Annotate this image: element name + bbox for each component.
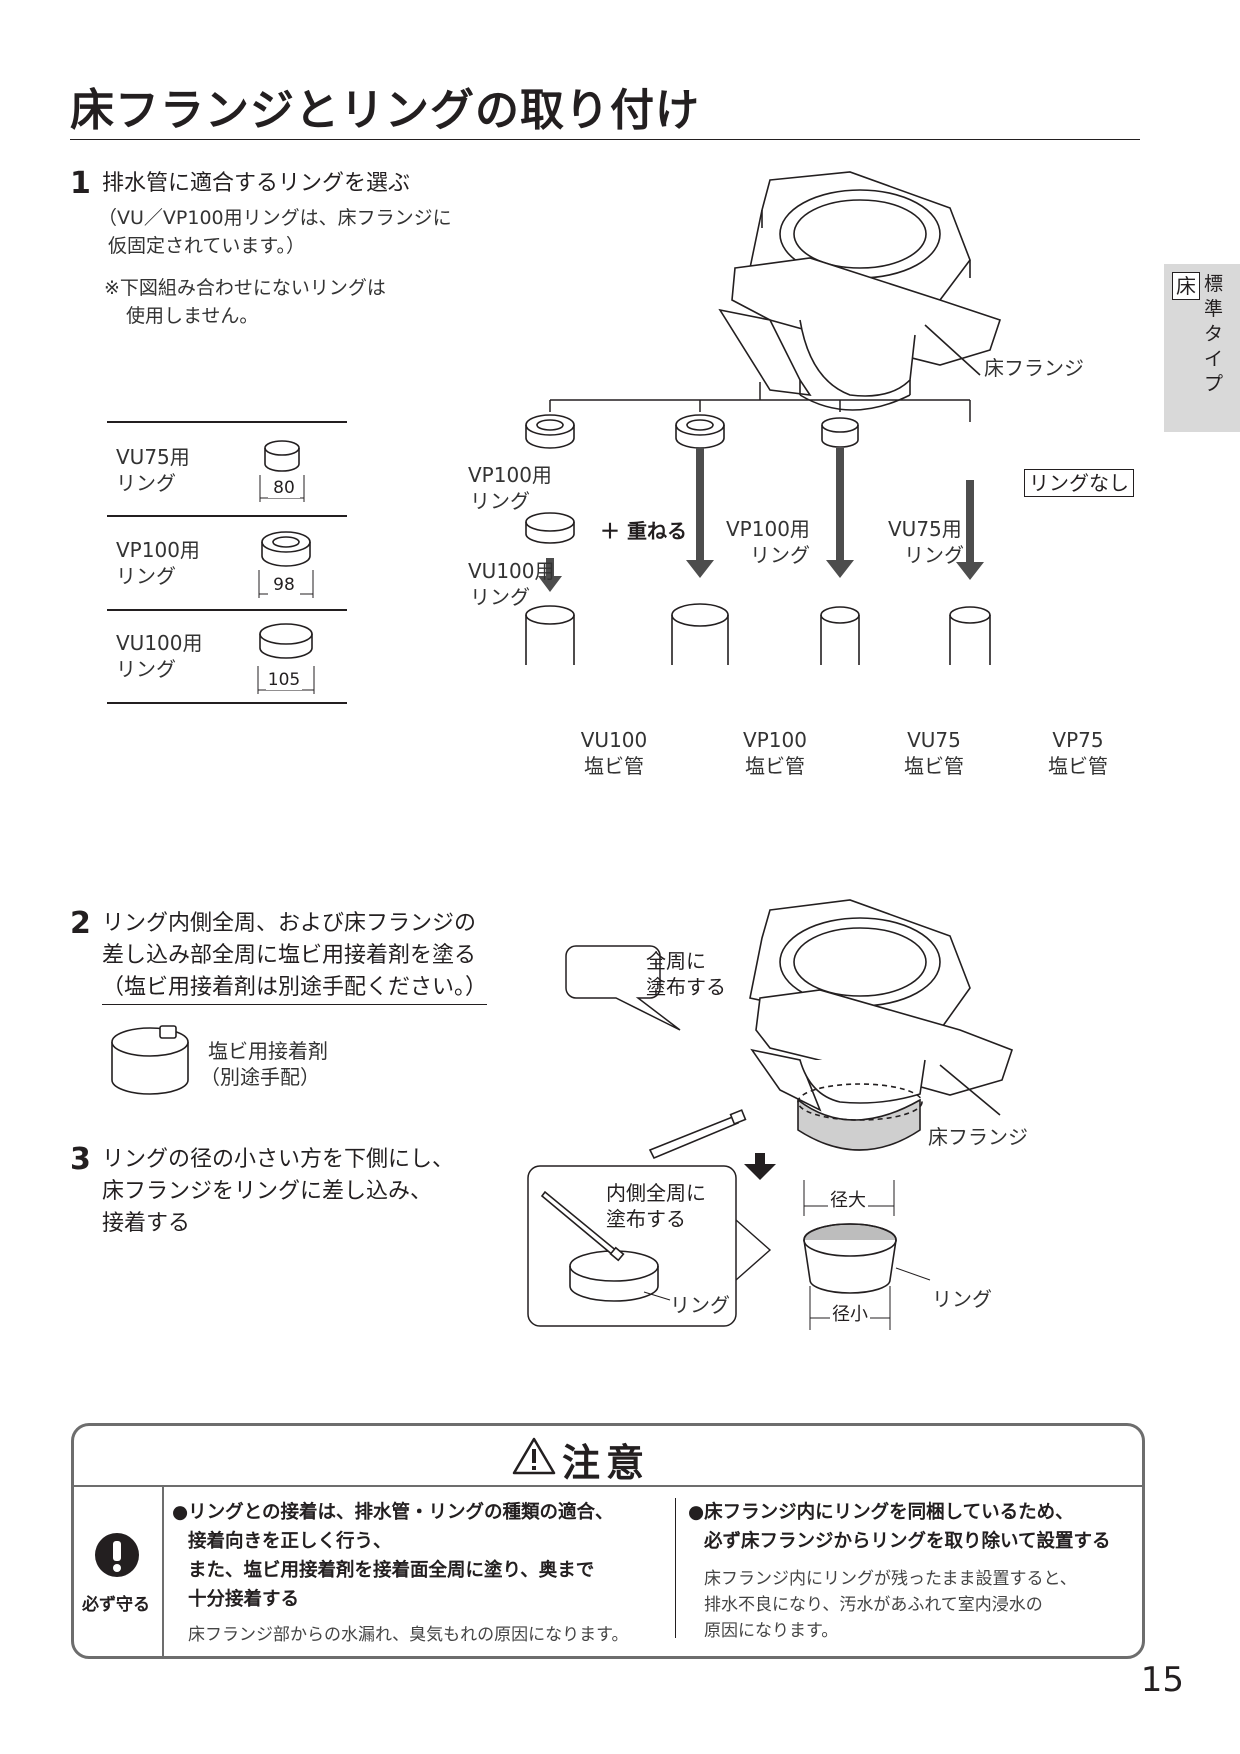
ring-label: リング [932, 1287, 992, 1311]
step-1-note-3: ※下図組み合わせにないリングは [104, 277, 386, 299]
caution-header-divider [71, 1485, 1142, 1487]
caution-left-bullet-1: ●リングとの接着は、排水管・リングの種類の適合、 [172, 1502, 614, 1523]
adhesive-label: 塩ビ用接着剤 [208, 1039, 328, 1063]
pipe-2-type: 塩ビ管 [745, 754, 805, 778]
step-3-number: 3 [70, 1142, 91, 1177]
step-3-line-3: 接着する [102, 1211, 191, 1236]
caution-box [71, 1423, 1145, 1659]
caution-left-bullet-4: 十分接着する [188, 1589, 300, 1610]
table-row-rule [107, 515, 347, 517]
flange-label-2: 床フランジ [928, 1125, 1028, 1149]
caution-right-bullet-1: ●床フランジ内にリングを同梱しているため、 [688, 1502, 1074, 1523]
down-arrows [538, 448, 984, 592]
callout-bubble-1 [565, 945, 681, 1031]
col1-ring-a-label: リング [470, 489, 530, 513]
no-ring-box: リングなし [1024, 469, 1134, 497]
caution-side-divider [162, 1486, 164, 1656]
inset-box [527, 1165, 737, 1327]
ring-large-small-illustration [803, 1180, 931, 1330]
page-number: 15 [1140, 1660, 1184, 1700]
ring-row-2-name2: リング [116, 564, 176, 588]
diameter-small-label: 径小 [830, 1300, 870, 1326]
caution-column-divider [675, 1498, 677, 1638]
adhesive-application-diagram [527, 899, 1014, 1330]
pipe-icons [525, 603, 991, 665]
pipe-3-name: VU75 [907, 728, 961, 752]
table-row-rule [107, 609, 347, 611]
step-2-line-3: （塩ビ用接着剤は別途手配ください。） [102, 972, 488, 1005]
callout-2-line-1: 内側全周に [606, 1181, 706, 1205]
col2-ring-label: リング [750, 543, 810, 567]
section-tab-label: 標準タイプ [1204, 273, 1224, 395]
caution-left-note: 床フランジ部からの水漏れ、臭気もれの原因になります。 [188, 1625, 629, 1645]
down-arrow-2 [744, 1153, 776, 1180]
floor-flange-illustration [718, 171, 1002, 411]
step-3-line-1: リングの径の小さい方を下側にし、 [102, 1147, 455, 1172]
page-title: 床フランジとリングの取り付け [70, 85, 700, 136]
step-2-line-2: 差し込み部全周に塩ビ用接着剤を塗る [102, 943, 477, 968]
step-3-line-2: 床フランジをリングに差し込み、 [102, 1179, 433, 1204]
ring-icons [525, 414, 859, 544]
step-2-line-1: リング内側全周、および床フランジの [102, 911, 477, 936]
pipe-1-name: VU100 [580, 728, 648, 752]
ring-row-3-name2: リング [116, 657, 176, 681]
step-1-note-2: 仮固定されています。） [108, 235, 306, 257]
step-1-number: 1 [70, 166, 91, 201]
pipe-1-type: 塩ビ管 [584, 754, 644, 778]
table-bottom-rule [107, 702, 347, 704]
selection-tree-lines [549, 382, 971, 422]
caution-right-note-1: 床フランジ内にリングが残ったまま設置すると、 [704, 1569, 1077, 1589]
warning-triangle-icon [512, 1437, 556, 1475]
section-tab-box: 床 [1172, 272, 1200, 300]
diameter-large-label: 径大 [828, 1186, 868, 1212]
ring-size-105: 105 [266, 670, 302, 690]
col1-ring-b-name: VU100用 [468, 559, 555, 583]
callout-1-line-1: 全周に [646, 949, 706, 973]
callout-1-line-2: 塗布する [646, 975, 726, 999]
step-1-note-4: 使用しません。 [126, 305, 259, 327]
must-follow-label: 必ず守る [82, 1595, 150, 1615]
ring-row-3-name: VU100用 [116, 631, 203, 655]
col1-ring-a-name: VP100用 [468, 463, 552, 487]
ring-size-illustrations [257, 440, 315, 694]
caution-right-bullet-2: 必ず床フランジからリングを取り除いて設置する [704, 1531, 1111, 1552]
col3-ring-name: VU75用 [888, 517, 962, 541]
ring-selection-diagram [525, 171, 1002, 665]
flange-label: 床フランジ [984, 356, 1084, 380]
caution-left-bullet-3: また、塩ビ用接着剤を接着面全周に塗り、奥まで [188, 1560, 595, 1581]
adhesive-can-icon [111, 1025, 189, 1095]
title-divider [70, 139, 1140, 140]
caution-right-note-2: 排水不良になり、汚水があふれて室内浸水の [704, 1595, 1043, 1615]
caution-right-note-3: 原因になります。 [704, 1621, 839, 1641]
step-1-note-1: （VU／VP100用リングは、床フランジに [98, 207, 452, 229]
adhesive-note: （別途手配） [200, 1065, 320, 1089]
caution-title: 注意 [562, 1441, 651, 1485]
pipe-2-name: VP100 [743, 728, 807, 752]
pipe-4-type: 塩ビ管 [1048, 754, 1108, 778]
col3-ring-label: リング [904, 543, 964, 567]
brush-icon [648, 1109, 747, 1160]
table-top-rule [107, 421, 347, 423]
ring-row-1-name2: リング [116, 471, 176, 495]
step-1-heading: 排水管に適合するリングを選ぶ [102, 171, 411, 196]
pipe-3-type: 塩ビ管 [904, 754, 964, 778]
inset-ring-illustration [540, 1190, 671, 1302]
col1-ring-b-label: リング [470, 585, 530, 609]
ring-size-98: 98 [268, 575, 300, 595]
ring-size-80: 80 [268, 478, 300, 498]
ring-row-2-name: VP100用 [116, 538, 200, 562]
ring-row-1-name: VU75用 [116, 445, 190, 469]
step-2-number: 2 [70, 906, 91, 941]
mandatory-icon [95, 1533, 139, 1577]
pipe-4-name: VP75 [1052, 728, 1104, 752]
callout-2-line-2: 塗布する [606, 1207, 686, 1231]
col2-ring-name: VP100用 [726, 517, 810, 541]
floor-flange-illustration-2 [749, 899, 1014, 1151]
caution-left-bullet-2: 接着向きを正しく行う、 [188, 1531, 392, 1552]
inset-ring-label: リング [670, 1293, 730, 1317]
stack-rings-label: ＋ 重ねる [600, 519, 687, 543]
